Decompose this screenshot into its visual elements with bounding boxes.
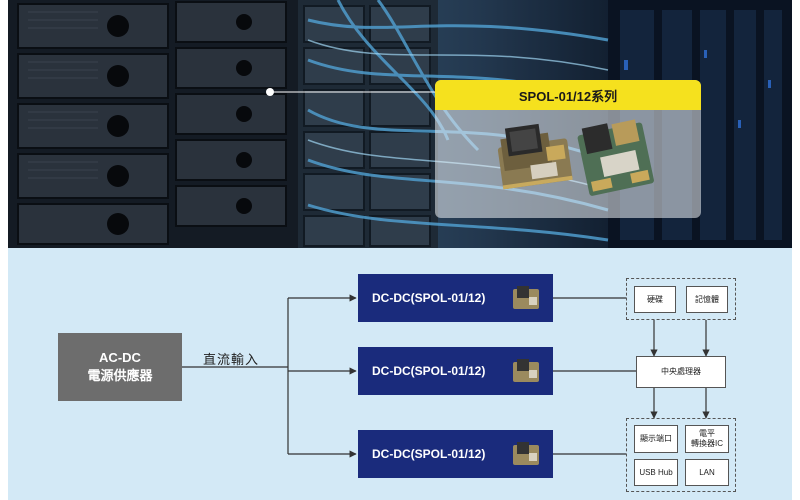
product-callout: SPOL-01/12系列 [435,80,701,218]
connection-lines [182,294,710,458]
module-chip-icon [513,286,539,309]
dc-dc-converter-3: DC-DC(SPOL-01/12) [358,430,553,478]
module-chip-icon [513,359,539,382]
usb-hub-box: USB Hub [634,459,678,486]
ac-dc-power-supply-box: AC-DC 電源供應器 [58,333,182,401]
cpu-box: 中央處理器 [636,356,726,388]
source-label-line1: AC-DC [99,350,141,365]
callout-title: SPOL-01/12系列 [435,80,701,110]
io-group: 顯示端口 電平 轉換器IC USB Hub LAN [626,418,736,492]
source-label-line2: 電源供應器 [87,368,153,383]
dc-dc-converter-2: DC-DC(SPOL-01/12) [358,347,553,395]
level-shifter-ic-box: 電平 轉換器IC [685,425,729,453]
lan-box: LAN [685,459,729,486]
storage-group: 硬碟 記憶體 [626,278,736,320]
hard-disk-box: 硬碟 [634,286,676,313]
dc-dc-converter-1: DC-DC(SPOL-01/12) [358,274,553,322]
dc-input-label: 直流輸入 [203,352,260,367]
server-rack-photo: SPOL-01/12系列 [8,0,792,248]
display-port-box: 顯示端口 [634,425,678,453]
memory-box: 記憶體 [686,286,728,313]
converter-label: DC-DC(SPOL-01/12) [372,364,486,378]
level-shifter-line1: 電平 [699,429,715,438]
converter-label: DC-DC(SPOL-01/12) [372,291,486,305]
power-architecture-diagram: AC-DC 電源供應器 直流輸入 DC-DC(SPOL-01/12) DC-DC… [8,248,792,500]
spol-module-images [497,119,654,196]
level-shifter-line2: 轉換器IC [691,439,723,448]
module-chip-icon [513,442,539,465]
module-photos [435,110,701,218]
converter-label: DC-DC(SPOL-01/12) [372,447,486,461]
